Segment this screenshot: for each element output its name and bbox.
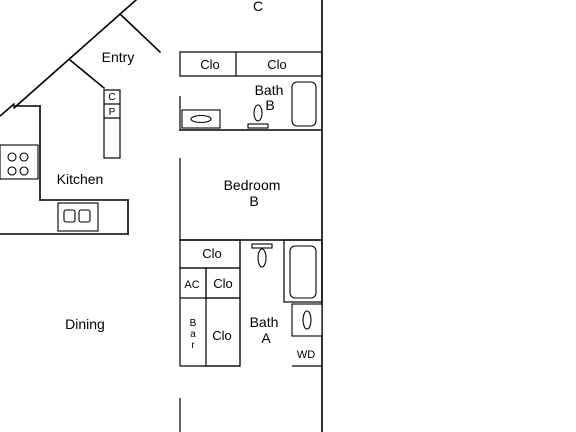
room-label-bedroom-b-line2: B [249,193,258,209]
diagonal-wall-end [0,102,16,118]
bath-b-area [179,51,323,131]
kitchen-sink [57,202,99,232]
room-label-bath-b-line2: B [265,97,274,113]
utility-labels: AC WD C P B a r [108,92,315,361]
room-label-bedroom-b-line1: Bedroom [224,177,281,193]
bar-label-a: a [190,329,196,340]
closet-label-top-right: Clo [267,57,287,72]
toilet-tank-icon [247,123,269,129]
bathtub-a-enclosure [283,239,323,303]
room-label-bath-b-line1: Bath [255,82,284,98]
room-label-c: C [253,0,263,14]
room-label-bath-a-line2: A [261,330,271,346]
pantry [103,89,121,159]
bar-label-b: B [190,318,197,329]
toilet-icon [257,248,267,268]
pantry-cabinet [103,89,121,159]
top-closets [179,51,323,77]
burner-icon [7,152,17,162]
room-labels: C Entry Kitchen Dining Bedroom B Bath B … [57,0,284,346]
closet-label-small: Clo [213,276,233,291]
burner-icon [19,166,29,176]
entry-closet-wall [118,12,162,54]
closet-labels: Clo Clo Clo Clo Clo [200,57,287,343]
sink-icon [302,310,312,330]
sink-icon [190,114,212,124]
burner-icon [19,152,29,162]
bar-label-r: r [191,340,195,351]
kitchen-walls [0,105,129,235]
stove [0,144,39,180]
pantry-label-p: P [109,107,116,118]
ac-label: AC [184,279,199,291]
diagonal-exterior-wall [12,0,138,110]
sink-basin-icon [63,209,76,223]
room-label-dining: Dining [65,316,105,332]
closet-label-bottom: Clo [212,328,232,343]
bathtub-a [289,245,317,299]
burner-icon [7,166,17,176]
entry-diagonal-wall [68,58,106,90]
toilet-tank-icon [251,243,273,249]
bath-a-area [239,239,323,367]
room-label-bath-a-line1: Bath [250,314,279,330]
bathtub-b [291,81,317,127]
closet-label-top-left: Clo [200,57,220,72]
pantry-label-c: C [108,92,115,103]
room-label-kitchen: Kitchen [57,171,104,187]
sink-basin-icon [78,209,91,223]
room-label-entry: Entry [102,49,135,65]
wd-label: WD [297,349,315,361]
toilet-icon [253,104,263,122]
closet-label-mid: Clo [202,246,222,261]
